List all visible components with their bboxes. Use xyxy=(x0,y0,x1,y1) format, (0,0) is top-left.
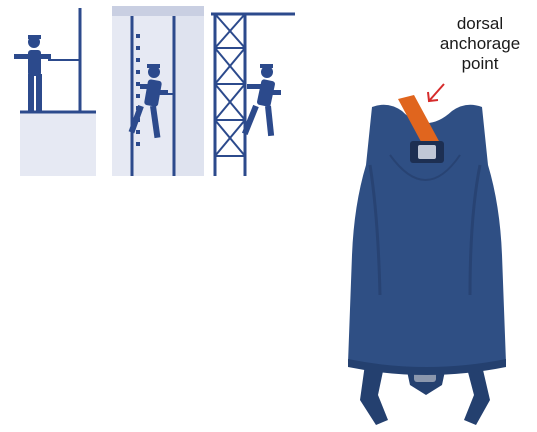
dorsal-anchorage-label: dorsal anchorage point xyxy=(430,14,530,74)
harness-vest-icon xyxy=(330,95,520,432)
label-line-2: anchorage xyxy=(430,34,530,54)
platform-block xyxy=(20,112,96,176)
worker-on-platform-icon xyxy=(4,8,100,176)
worker-on-ladder-icon xyxy=(112,6,204,176)
label-line-3: point xyxy=(430,54,530,74)
label-line-1: dorsal xyxy=(430,14,530,34)
worker-on-scaffold-tower-icon xyxy=(211,8,295,176)
